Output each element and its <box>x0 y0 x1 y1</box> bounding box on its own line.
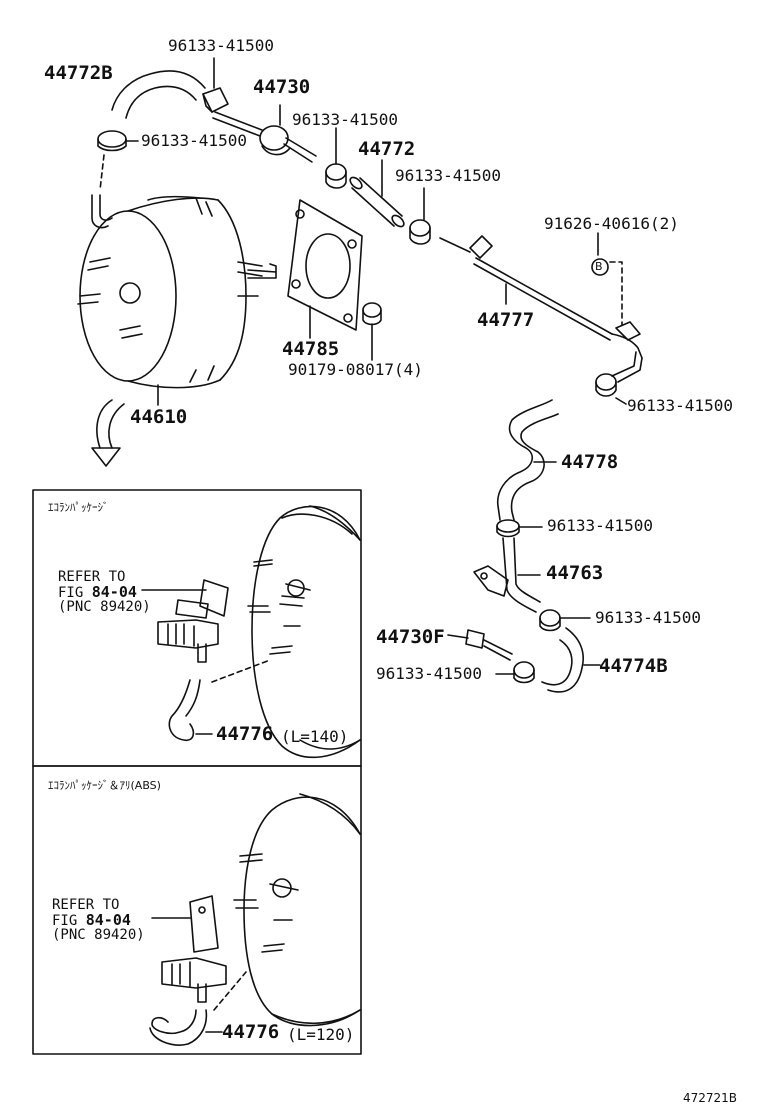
clamp-right3-drawing <box>539 609 591 632</box>
label-44777: 44777 <box>477 309 535 331</box>
clamp-44772-drawing <box>409 187 431 245</box>
box2-refer-note: REFER TO FIG 84-04 (PNC 89420) <box>52 898 145 943</box>
valve-44730f-drawing <box>447 629 513 661</box>
box1-refer-fig-line: FIG 84-04 <box>58 582 151 601</box>
label-44730: 44730 <box>253 76 311 98</box>
label-44763: 44763 <box>546 562 604 584</box>
label-44730f: 44730F <box>376 626 445 648</box>
box1-refer-to: REFER TO <box>58 569 126 585</box>
box1-refer-fig: FIG <box>58 584 84 601</box>
box2-label-44776: 44776 <box>222 1021 280 1043</box>
label-90179-08017: 90179-08017(4) <box>288 360 423 379</box>
label-44774b: 44774B <box>599 655 668 677</box>
check-valve-44730-drawing <box>212 104 317 163</box>
label-44778: 44778 <box>561 451 619 473</box>
box1-title: ｴｺﾗﾝﾊﾟｯｹｰｼﾞ <box>48 501 109 514</box>
hose-44772b-drawing <box>111 70 206 119</box>
detail-box-2-drawing <box>32 765 362 1055</box>
nut-90179-drawing <box>362 302 382 361</box>
clamp-left-drawing <box>97 130 139 152</box>
figure-id: 472721B <box>683 1091 738 1105</box>
booster-elbow-drawing <box>91 194 113 229</box>
marker-b-drawing <box>591 232 623 326</box>
hose-44778-drawing <box>496 399 559 521</box>
clamp-right2-drawing <box>496 519 543 538</box>
label-44785: 44785 <box>282 338 340 360</box>
hose-44772-drawing <box>349 159 405 228</box>
label-91626-40616: 91626-40616(2) <box>544 214 679 233</box>
dashed-leader-clamp-left <box>99 154 105 191</box>
detail-box-1-drawing <box>32 489 362 767</box>
box1-refer-note: REFER TO FIG 84-04 (PNC 89420) <box>58 570 151 615</box>
box2-refer-to: REFER TO <box>52 897 120 913</box>
label-96133-41500-right2: 96133-41500 <box>547 516 653 535</box>
label-96133-41500-right4: 96133-41500 <box>376 664 482 683</box>
clamp-right1-drawing <box>595 373 627 405</box>
marker-b-letter: B <box>595 260 603 273</box>
box1-label-44776: 44776 <box>216 723 274 745</box>
arrow-to-detail-drawing <box>91 399 125 467</box>
label-96133-41500-44772: 96133-41500 <box>395 166 501 185</box>
label-96133-41500-mid: 96133-41500 <box>292 110 398 129</box>
clamp-mid-drawing <box>325 127 347 189</box>
pipe-44777-drawing <box>439 235 643 383</box>
label-96133-41500-top: 96133-41500 <box>168 36 274 55</box>
label-44772b: 44772B <box>44 62 113 84</box>
box2-refer-pnc: (PNC 89420) <box>52 927 145 944</box>
fitting-44763-drawing <box>473 537 541 613</box>
box1-refer-pnc: (PNC 89420) <box>58 599 151 616</box>
hose-44774b-drawing <box>541 627 601 693</box>
brake-booster-44610-drawing <box>77 195 277 406</box>
label-96133-41500-left: 96133-41500 <box>141 131 247 150</box>
box2-refer-fig: FIG <box>52 912 78 929</box>
box1-refer-fig-number: 84-04 <box>91 582 137 601</box>
clamp-top-drawing <box>202 57 229 113</box>
label-44772: 44772 <box>358 138 416 160</box>
label-96133-41500-right1: 96133-41500 <box>627 396 733 415</box>
label-96133-41500-right3: 96133-41500 <box>595 608 701 627</box>
box2-length: (L=120) <box>287 1025 355 1044</box>
box2-refer-fig-line: FIG 84-04 <box>52 910 145 929</box>
gasket-44785-drawing <box>287 199 363 339</box>
box2-title: ｴｺﾗﾝﾊﾟｯｹｰｼﾞ＆ｱﾘ(ABS) <box>48 779 161 792</box>
label-44610: 44610 <box>130 406 188 428</box>
box2-refer-fig-number: 84-04 <box>85 910 131 929</box>
clamp-right4-drawing <box>495 661 535 684</box>
box1-length: (L=140) <box>281 727 349 746</box>
